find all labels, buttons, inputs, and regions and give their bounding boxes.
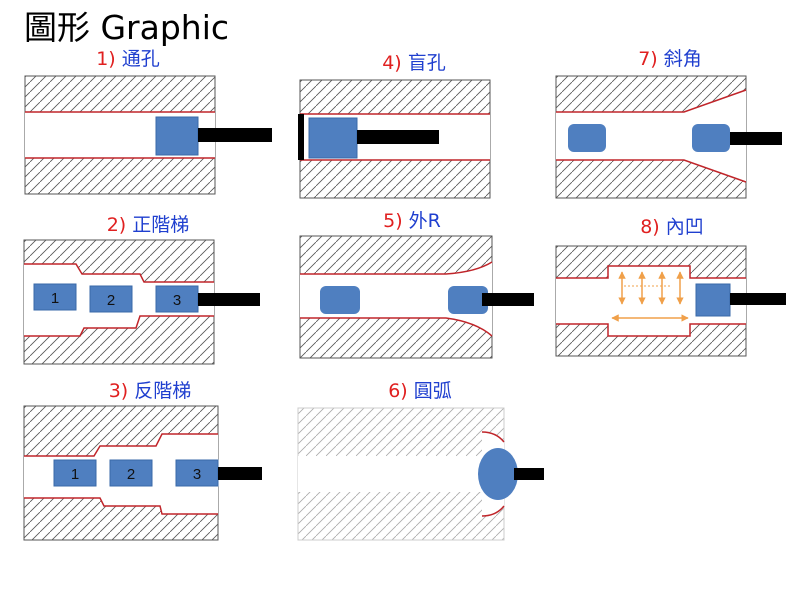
panel-title-chamfer: 7) 斜角 xyxy=(638,48,702,70)
tool-pos-1 xyxy=(33,283,77,311)
panel-label: 外R xyxy=(408,210,441,232)
panel-number: 6) xyxy=(388,380,408,402)
panel-title-outer-radius: 5) 外R xyxy=(383,210,441,232)
panel-label: 通孔 xyxy=(121,48,160,70)
diagram-outer-radius xyxy=(299,235,534,359)
diagram-forward-step: 1 2 3 xyxy=(23,239,260,365)
tool-shank xyxy=(730,132,782,145)
panel-label: 圓弧 xyxy=(413,380,452,402)
tool-shank xyxy=(482,293,534,306)
tool-head xyxy=(308,117,358,159)
panel-title-arc: 6) 圓弧 xyxy=(388,380,452,402)
tool-shank xyxy=(218,467,262,480)
panel-title-blind-hole: 4) 盲孔 xyxy=(382,52,446,74)
tool-head-inner xyxy=(320,286,360,314)
tool-head xyxy=(692,124,730,152)
page-title: 圖形 Graphic xyxy=(24,8,230,47)
panel-label: 內凹 xyxy=(665,216,704,238)
tool-shank xyxy=(357,130,439,144)
diagram-through-hole xyxy=(24,75,272,195)
tool-pos-2 xyxy=(109,459,153,487)
panel-number: 7) xyxy=(638,48,658,70)
tool-pos-1 xyxy=(53,459,97,487)
panel-label: 正階梯 xyxy=(132,214,190,236)
tool-number: 1 xyxy=(71,466,79,483)
tool-pos-2 xyxy=(89,285,133,313)
panel-title-reverse-step: 3) 反階梯 xyxy=(109,380,192,402)
panel-number: 4) xyxy=(382,52,402,74)
tool-head xyxy=(155,116,199,156)
tool-shank xyxy=(198,293,260,306)
tool-number: 3 xyxy=(173,292,181,309)
panel-label: 反階梯 xyxy=(134,380,192,402)
tool-number: 1 xyxy=(51,290,59,307)
diagram-chamfer xyxy=(555,75,782,199)
panel-title-forward-step: 2) 正階梯 xyxy=(107,214,190,236)
panel-number: 3) xyxy=(108,380,129,402)
diagram-blind-hole xyxy=(298,79,491,199)
tool-ball xyxy=(478,448,518,500)
panel-number: 2) xyxy=(106,214,127,236)
panel-label: 盲孔 xyxy=(407,52,446,74)
diagram-arc xyxy=(297,407,544,541)
tool-pos-3 xyxy=(175,459,219,487)
tool-pos-3 xyxy=(155,285,199,313)
diagram-reverse-step: 1 2 3 xyxy=(23,405,262,541)
panel-number: 1) xyxy=(96,48,116,70)
panel-number: 8) xyxy=(640,216,660,238)
hole-bottom xyxy=(298,114,304,160)
tool-head-inner xyxy=(568,124,606,152)
tool-head xyxy=(695,283,731,317)
panel-title-inner-groove: 8) 內凹 xyxy=(640,216,704,238)
diagram-inner-groove xyxy=(555,245,786,357)
panel-title-through-hole: 1) 通孔 xyxy=(96,48,160,70)
tool-number: 2 xyxy=(127,466,135,483)
panel-label: 斜角 xyxy=(663,48,702,70)
tool-number: 3 xyxy=(193,466,201,483)
tool-head xyxy=(448,286,488,314)
panel-number: 5) xyxy=(383,210,403,232)
tool-number: 2 xyxy=(107,292,115,309)
tool-shank xyxy=(198,128,272,142)
tool-shank xyxy=(730,293,786,305)
tool-shank xyxy=(514,468,544,480)
